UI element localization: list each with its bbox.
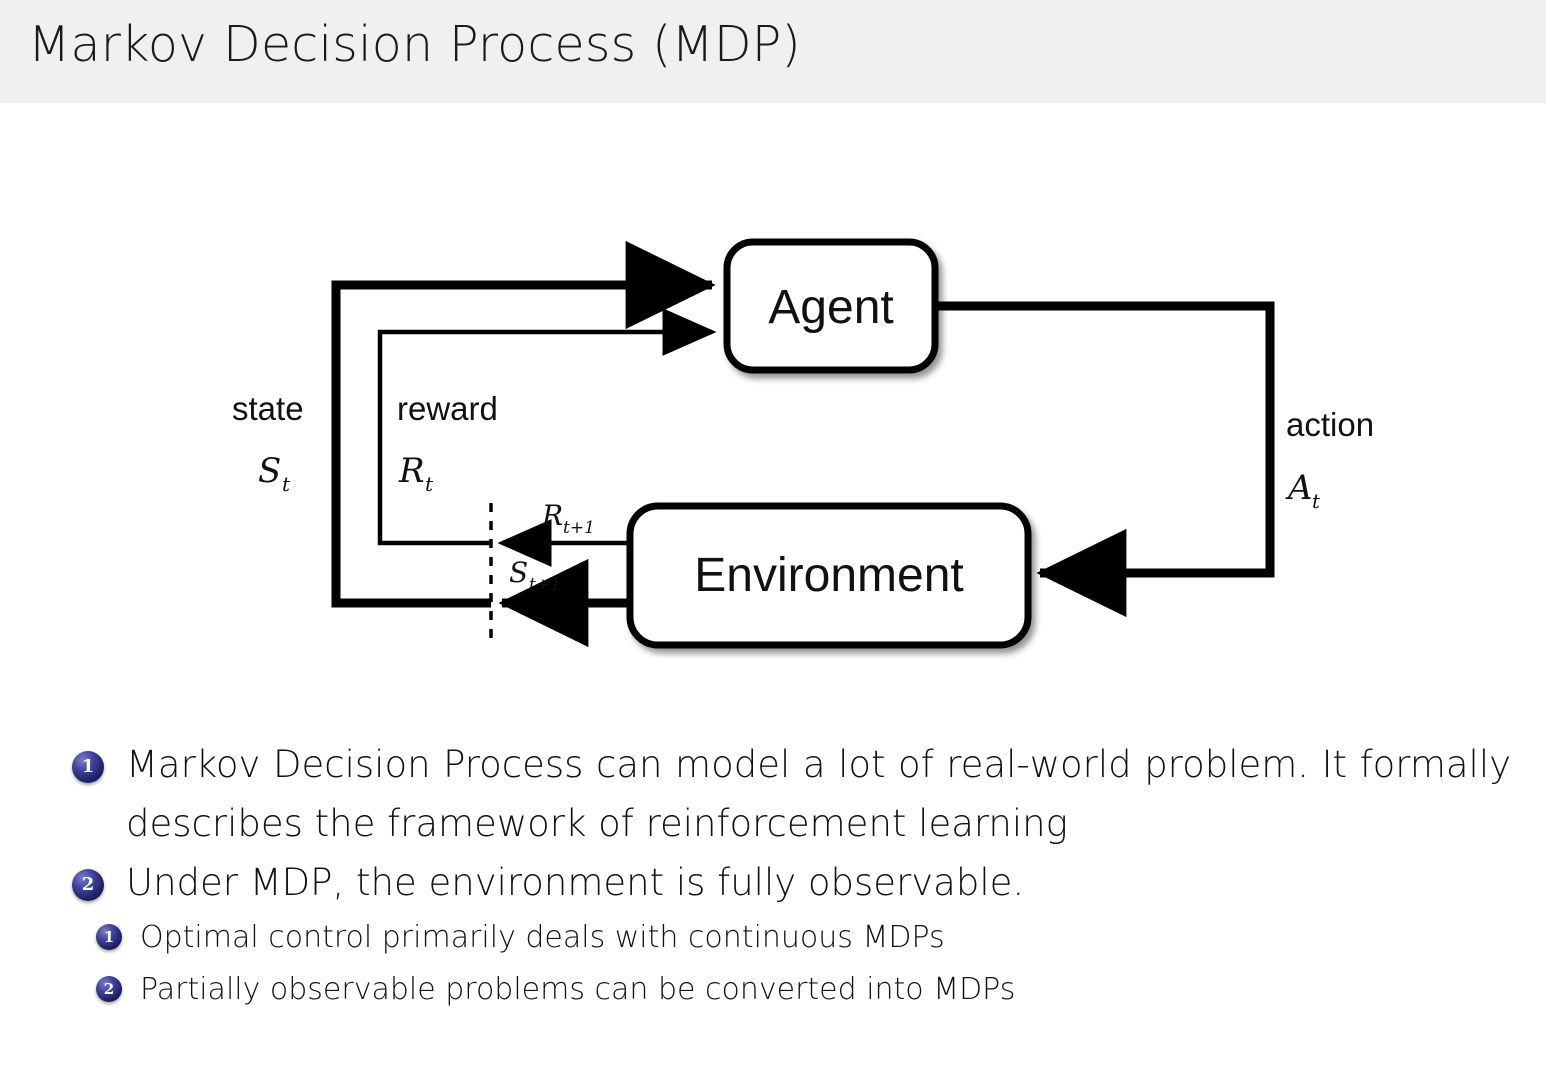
state-feedback-path <box>331 240 716 608</box>
agent-node[interactable]: Agent <box>723 238 939 374</box>
action-label-symbol-subscript: t <box>1312 489 1321 513</box>
reward-label-symbol: R <box>398 451 425 491</box>
bullet-list: 1 Markov Decision Process can model a lo… <box>0 735 1546 1016</box>
state-label-symbol-subscript: t <box>282 472 291 496</box>
environment-node-label: Environment <box>694 549 963 602</box>
action-label-group: action A t <box>1285 406 1374 513</box>
sub-list: 1 Optimal control primarily deals with c… <box>96 912 1546 1016</box>
reward-feedback-path <box>377 308 717 546</box>
reward-next-symbol: R <box>541 499 563 532</box>
sub-bullet-number-badge: 2 <box>96 976 122 1002</box>
environment-node[interactable]: Environment <box>626 502 1032 649</box>
reward-label-group: reward R t <box>397 390 498 496</box>
state-next-symbol: S <box>509 556 528 589</box>
reward-label-word: reward <box>397 390 498 427</box>
state-label-group: state S t <box>232 390 304 496</box>
reward-next-subscript: t+1 <box>563 518 595 538</box>
list-item: 2 Under MDP, the environment is fully ob… <box>72 853 1546 912</box>
list-item-text: Under MDP, the environment is fully obse… <box>126 861 1025 904</box>
mdp-loop-diagram: Agent Environment state S t reward R t a… <box>0 110 1546 680</box>
list-item: 1 Markov Decision Process can model a lo… <box>72 735 1546 853</box>
slide-header-bar: Markov Decision Process (MDP) <box>0 0 1546 103</box>
action-path <box>935 301 1275 618</box>
state-label-word: state <box>232 390 304 427</box>
state-label-symbol: S <box>258 451 281 491</box>
sub-list-item-text: Partially observable problems can be con… <box>140 972 1016 1007</box>
sub-list-item: 2 Partially observable problems can be c… <box>96 964 1546 1016</box>
state-next-subscript: t+1 <box>529 575 561 595</box>
list-item-text: Markov Decision Process can model a lot … <box>126 743 1511 845</box>
reward-next-label-group: R t+1 <box>541 499 595 538</box>
sub-list-item-text: Optimal control primarily deals with con… <box>140 920 945 955</box>
sub-bullet-number-badge: 1 <box>96 924 122 950</box>
action-label-word: action <box>1286 406 1374 443</box>
page-title: Markov Decision Process (MDP) <box>28 16 801 73</box>
bullet-number-badge: 1 <box>72 751 104 783</box>
action-label-symbol: A <box>1285 468 1313 508</box>
state-next-label-group: S t+1 <box>509 556 561 595</box>
reward-label-symbol-subscript: t <box>425 472 434 496</box>
agent-node-label: Agent <box>768 281 893 334</box>
bullet-number-badge: 2 <box>72 869 104 901</box>
sub-list-item: 1 Optimal control primarily deals with c… <box>96 912 1546 964</box>
